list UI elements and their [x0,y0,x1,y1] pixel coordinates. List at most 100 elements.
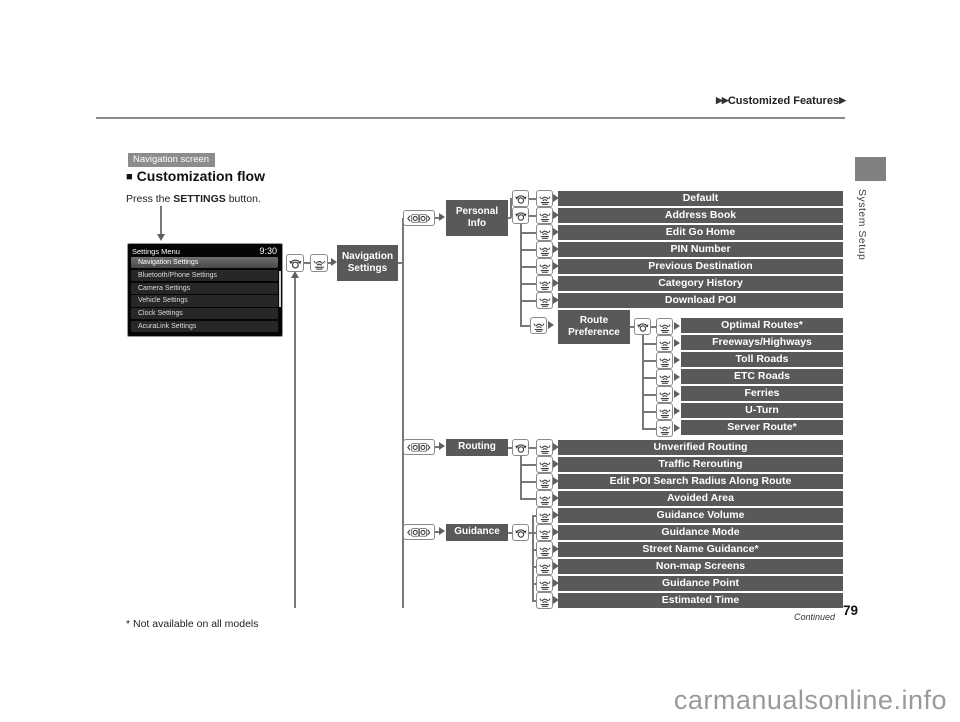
menu-item-vehicle-settings: Vehicle Settings [131,295,278,307]
flow-item-freeways-highways: Freeways/Highways [681,335,843,350]
flow-line [529,215,536,217]
page-header: ▶▶Customized Features▶ [0,95,846,107]
flow-item-guidance-mode: Guidance Mode [558,525,843,540]
continued-label: Continued [793,612,835,622]
press-enter-icon [536,439,553,456]
press-enter-icon [536,241,553,258]
flow-item-server-route: Server Route* [681,420,843,435]
square-bullet-icon: ■ [126,171,133,183]
flow-line [520,283,536,285]
chevron-right-icon: ▶▶ [715,95,729,105]
flow-line [398,262,402,264]
scrollbar [279,271,281,307]
flow-line [304,262,310,264]
arrow-right-icon [548,321,554,329]
flow-item-etc-roads: ETC Roads [681,369,843,384]
flow-item-non-map-screens: Non-map Screens [558,559,843,574]
flow-line [520,325,530,327]
settings-menu-header: Settings Menu 9:30 [128,244,282,257]
press-enter-icon [656,335,673,352]
arrow-right-icon [553,460,559,468]
flow-line [642,335,644,428]
flow-item-traffic-rerouting: Traffic Rerouting [558,457,843,472]
flow-item-guidance-volume: Guidance Volume [558,508,843,523]
arrow-right-icon [553,528,559,536]
press-enter-icon [656,318,673,335]
arrow-down-icon [157,234,165,241]
flow-line [435,217,439,219]
flow-line [642,411,656,413]
flow-item-u-turn: U-Turn [681,403,843,418]
flow-item-download-poi: Download POI [558,293,843,308]
flow-line [642,343,656,345]
flow-line [520,224,522,325]
settings-menu-screenshot: Settings Menu 9:30 Navigation Settings B… [127,243,283,337]
flow-item-pin-number: PIN Number [558,242,843,257]
flow-line [435,531,439,533]
flow-item-street-name-guidance: Street Name Guidance* [558,542,843,557]
press-enter-icon [530,317,547,334]
press-enter-icon [536,507,553,524]
flow-line [532,532,536,534]
chapter-label: System Setup [856,189,868,261]
flow-box-personal-info: Personal Info [446,200,508,236]
arrow-right-icon [674,356,680,364]
menu-item-navigation-settings: Navigation Settings [131,257,278,269]
flow-line [642,428,656,430]
rotate-dial-icon [634,318,651,335]
flow-line [520,464,536,466]
settings-button-name: SETTINGS [173,193,226,205]
instruction-suffix: button. [225,193,261,205]
arrow-right-icon [553,296,559,304]
arrow-right-icon [553,443,559,451]
rotate-dial-icon [512,190,529,207]
arrow-right-icon [439,213,445,221]
arrow-right-icon [439,527,445,535]
press-enter-icon [656,403,673,420]
arrow-right-icon [439,442,445,450]
flow-item-avoided-area: Avoided Area [558,491,843,506]
instruction-prefix: Press the [126,193,174,205]
settings-menu-title: Settings Menu [132,246,180,256]
header-rule [96,117,845,119]
press-enter-icon [536,575,553,592]
menu-item-camera-settings: Camera Settings [131,282,278,294]
arrow-right-icon [553,279,559,287]
flow-item-toll-roads: Toll Roads [681,352,843,367]
press-enter-icon [536,490,553,507]
flow-item-category-history: Category History [558,276,843,291]
flow-item-edit-go-home: Edit Go Home [558,225,843,240]
arrow-right-icon [674,390,680,398]
arrow-right-icon [553,194,559,202]
page-number: 79 [843,603,859,618]
watermark: carmanualsonline.info [673,685,947,715]
arrow-right-icon [674,373,680,381]
flow-line [532,566,536,568]
clock-readout: 9:30 [259,246,277,256]
menu-item-bluetooth-phone-settings: Bluetooth/Phone Settings [131,269,278,282]
flow-line [510,198,512,218]
arrow-right-icon [674,322,680,330]
flow-line [520,249,536,251]
arrow-right-icon [553,211,559,219]
menu-item-acuralink-settings: AcuraLink Settings [131,320,278,333]
flow-line [642,394,656,396]
arrow-right-icon [553,579,559,587]
arrow-right-icon [553,245,559,253]
press-enter-icon [310,254,328,272]
flow-line [532,549,536,551]
flow-line [435,446,439,448]
rotate-dial-icon [512,439,529,456]
scroll-select-icon [403,524,435,540]
flow-line [529,447,536,449]
press-enter-icon [536,456,553,473]
instruction-text: Press the SETTINGS button. [126,193,261,205]
press-enter-icon [536,275,553,292]
chapter-tab [855,157,886,181]
arrow-right-icon [331,258,337,266]
flow-line [651,326,656,328]
flow-box-route-preference: Route Preference [558,310,630,344]
flow-item-unverified-routing: Unverified Routing [558,440,843,455]
arrow-right-icon [553,511,559,519]
arrow-up-icon [291,271,299,278]
